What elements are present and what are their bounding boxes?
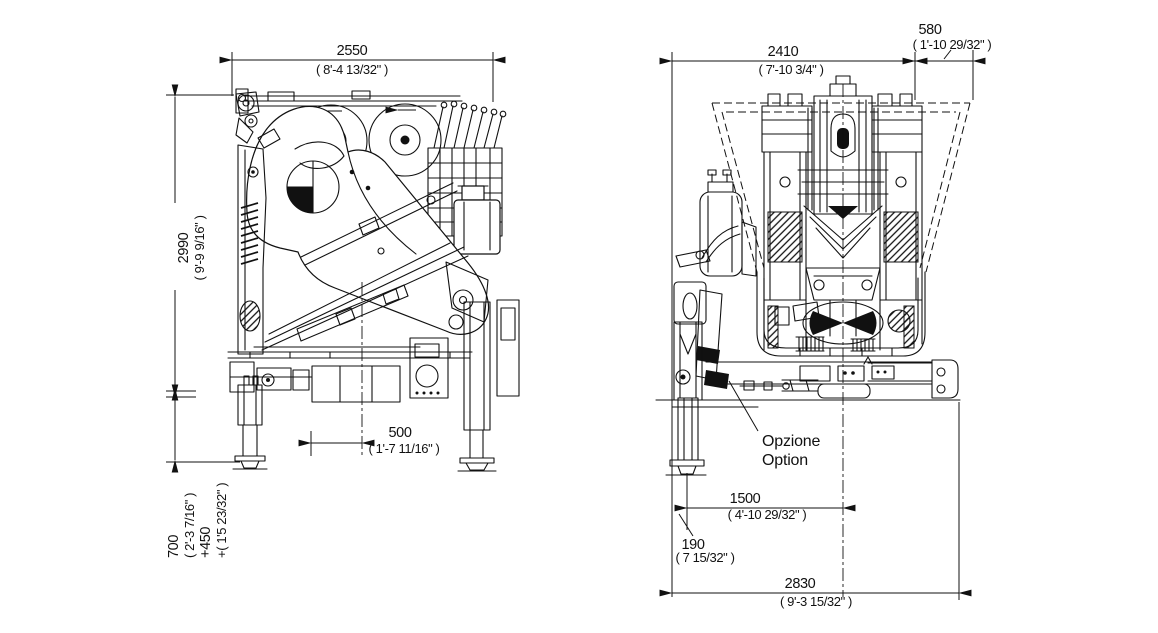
- side-view-drawing: [227, 88, 520, 472]
- oil-tank-rear: [699, 169, 757, 277]
- dim-190-imperial: ( 7 15/32" ): [675, 550, 734, 565]
- dim-total-2830: 2830 ( 9'-3 15/32" ): [659, 402, 972, 609]
- dim-offset-500: 500 ( 1'-7 11/16" ): [298, 425, 440, 456]
- dim-580-imperial: ( 1'-10 29/32" ): [913, 37, 992, 52]
- dim-overall-width: 2550 ( 8'-4 13/32" ): [219, 43, 506, 102]
- subframe: [655, 356, 961, 408]
- crane-column: [235, 91, 267, 355]
- dim-2830-imperial: ( 9'-3 15/32" ): [780, 594, 852, 609]
- hose-lines: [235, 88, 463, 114]
- dim-2990-mm: 2990: [176, 232, 192, 263]
- dim-tail-580: 580 ( 1'-10 29/32" ): [902, 22, 992, 100]
- side-beams: [763, 151, 923, 301]
- dim-2550-mm: 2550: [337, 43, 368, 59]
- option-label-italian: Opzione: [762, 433, 820, 450]
- dim-700-mm: 700: [166, 535, 182, 558]
- dim-450-mm: +450: [198, 527, 214, 558]
- stabilizer-rear-left: [665, 225, 741, 476]
- dim-500-imperial: ( 1'-7 11/16" ): [369, 441, 440, 456]
- stabilizer-leg-left: [232, 375, 268, 470]
- stabilizer-leg-right: [457, 301, 497, 472]
- dim-2410-mm: 2410: [768, 44, 799, 60]
- dim-2550-imperial: ( 8'-4 13/32" ): [316, 62, 388, 77]
- dim-ground-clearance: 700 ( 2'-3 7/16" ) +450 +( 1'5 23/32" ): [166, 384, 240, 558]
- truck-body-outline: [711, 102, 971, 357]
- dim-1500-mm: 1500: [730, 491, 761, 507]
- dim-450-imperial: +( 1'5 23/32" ): [214, 483, 229, 558]
- slewing-base: [774, 301, 911, 345]
- dim-700-imperial: ( 2'-3 7/16" ): [182, 493, 197, 558]
- dim-500-mm: 500: [389, 425, 412, 441]
- side-view: 2550 ( 8'-4 13/32" ) 2990 ( 9'-9 9/16" )…: [166, 43, 520, 558]
- oil-tank-side: [453, 185, 501, 255]
- dim-2830-mm: 2830: [785, 576, 816, 592]
- boom-sections: [261, 182, 469, 351]
- option-label: Opzione Option: [728, 380, 821, 469]
- rear-view: 2410 ( 7'-10 3/4" ) 580 ( 1'-10 29/32" )…: [655, 22, 992, 609]
- dim-2990-imperial: ( 9'-9 9/16" ): [192, 215, 207, 280]
- dim-2410-imperial: ( 7'-10 3/4" ): [758, 62, 823, 77]
- dim-overall-height: 2990 ( 9'-9 9/16" ): [166, 84, 234, 401]
- dim-1500-imperial: ( 4'-10 29/32" ): [728, 507, 807, 522]
- rear-view-drawing: [655, 75, 971, 597]
- dim-190-mm: 190: [682, 537, 705, 553]
- dim-580-mm: 580: [919, 22, 942, 38]
- dim-stab-1500: 1500 ( 4'-10 29/32" ): [674, 473, 856, 530]
- dim-foot-190: 190 ( 7 15/32" ): [675, 513, 735, 565]
- option-label-english: Option: [762, 452, 808, 469]
